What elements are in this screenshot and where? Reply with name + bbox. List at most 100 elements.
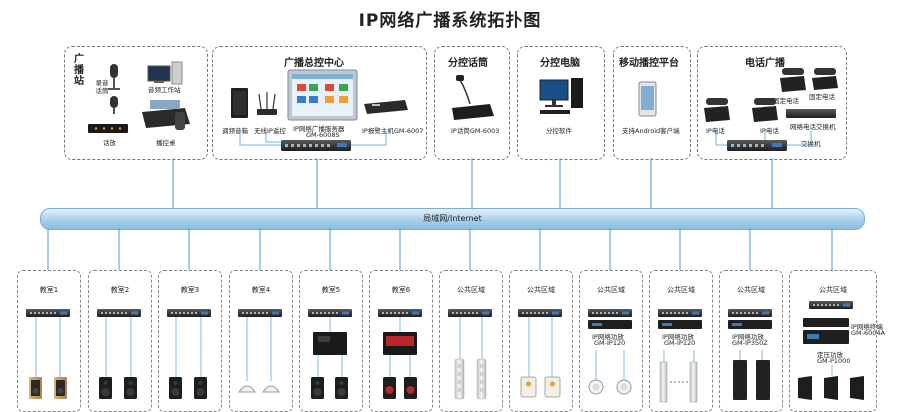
diagram-title: IP网络广播系统拓扑图 (358, 11, 542, 31)
zone-title: 公共区域 (819, 286, 847, 294)
mobile-title: 移动播控平台 (619, 58, 679, 69)
label-ip-amp-1-model: GM-IP120 (594, 339, 626, 347)
label-ip-server-model: GM-6008S (306, 131, 340, 139)
zone-title: 教室2 (110, 286, 130, 294)
zone-classroom-3: 教室3 (158, 270, 222, 412)
ip-phone-1-icon (704, 98, 730, 122)
zone-drops (35, 317, 833, 381)
zone-switch-8 (518, 309, 562, 317)
broadcast-station-title: 广播站 (74, 54, 84, 87)
network-bus-label: 局域网/Internet (423, 214, 482, 223)
group-sub-pc (517, 46, 605, 160)
telephone-switch-icon (727, 140, 787, 151)
zone-title: 公共区域 (667, 286, 695, 294)
voip-switch-icon (786, 109, 836, 118)
zone-title: 公共区域 (527, 286, 555, 294)
zone-switch-3 (167, 309, 211, 317)
label-ip-terminal-model: GM-6004A (851, 329, 885, 337)
speaker-icon (335, 377, 348, 399)
sub-pc-title: 分控电脑 (540, 58, 580, 69)
speaker-icon (194, 377, 207, 399)
zone-title: 公共区域 (457, 286, 485, 294)
zone-title: 教室4 (251, 286, 271, 294)
label-fixed-phone-1: 固定电话 (773, 97, 799, 105)
label-ip-amp-3: IP网络功放 (732, 333, 764, 341)
zone-title: 教室6 (391, 286, 411, 294)
label-recording-mic: 录音话筒 (95, 79, 109, 95)
control-center-links (239, 131, 387, 146)
ip-amp-3-icon (728, 320, 772, 329)
uplinks (172, 158, 773, 208)
speaker-icon (124, 377, 137, 399)
recording-mic-icon (108, 64, 120, 114)
zone-switch-6 (378, 309, 422, 317)
label-sub-software: 分控软件 (546, 127, 572, 135)
zone-switch-4 (238, 309, 282, 317)
label-mic-amp: 话放 (103, 139, 116, 147)
label-fm-speaker: 调频音箱 (222, 127, 248, 135)
zone-switches (26, 301, 853, 317)
zone-public-1: 公共区域 (439, 270, 503, 412)
control-center-switch-icon (281, 140, 351, 151)
label-ip-amp-1: IP网络功放 (592, 333, 624, 341)
zone-switch-1 (26, 309, 70, 317)
label-ip-amp-3-model: GM-IP350Z (732, 339, 768, 347)
audio-workstation-icon (147, 61, 183, 85)
ip-terminal-icon (803, 318, 849, 344)
label-voip-switch: 网络电话交换机 (790, 123, 836, 131)
zone-switch-2 (97, 309, 141, 317)
wall-amp-red-icon (383, 332, 417, 355)
label-ip-server: IP网络广播服务器 (293, 125, 345, 133)
speaker-icon (29, 377, 42, 399)
label-ip-mic: IP话筒GM-6003 (451, 127, 500, 135)
label-wireless-remote: 无线IP遥控 (254, 127, 286, 135)
speaker-icon (311, 377, 324, 399)
alarm-host-icon (364, 100, 408, 114)
label-android-client: 支持Android客户端 (622, 127, 680, 135)
zone-title: 教室3 (180, 286, 200, 294)
zone-switch-7 (448, 309, 492, 317)
speaker-red-icon (383, 377, 417, 399)
zone-title: 教室5 (321, 286, 341, 294)
speaker-icon (54, 377, 67, 399)
speaker-icon (169, 377, 182, 399)
label-power-amp: 定压功放 (817, 351, 843, 359)
zone-switch-11 (728, 309, 772, 317)
column-speaker-icon (476, 358, 487, 400)
zone-switch-9 (588, 309, 632, 317)
mobile-phone-icon (638, 81, 657, 117)
label-control-desk: 播控桌 (156, 139, 176, 147)
zone-title: 公共区域 (597, 286, 625, 294)
label-ip-amp-2-model: GM-IP120 (664, 339, 696, 347)
fixed-phone-2-icon (812, 68, 838, 90)
zone-switch-5 (308, 309, 352, 317)
zone-classroom-1: 教室1 (17, 270, 81, 412)
control-center-title: 广播总控中心 (284, 58, 344, 69)
ip-mic-icon (452, 75, 494, 120)
zone-classroom-2: 教室2 (88, 270, 152, 412)
fixed-phone-1-icon (780, 68, 806, 92)
group-mic-station (434, 46, 510, 160)
tall-column-speaker-icon (659, 361, 698, 403)
ip-server-icon (287, 69, 358, 121)
zone-title: 公共区域 (737, 286, 765, 294)
ip-amp-1-icon (588, 320, 632, 329)
zone-switch-10 (658, 309, 702, 317)
large-speaker-icon (733, 360, 770, 400)
zone-public-2: 公共区域 (509, 270, 573, 412)
label-alarm-host: IP报警主机GM-6007 (362, 127, 424, 135)
label-ip-amp-2: IP网络功放 (662, 333, 694, 341)
ip-phone-2-icon (752, 98, 778, 122)
control-desk-icon (142, 100, 190, 130)
zone-public-5: 公共区域 (719, 270, 783, 412)
wireless-remote-icon (257, 92, 277, 115)
horn-speaker-icon (798, 376, 864, 400)
group-broadcast-station (64, 46, 208, 160)
label-audio-workstation: 音频工作站 (148, 86, 181, 94)
ceiling-speaker-icon (238, 385, 280, 393)
speaker-icon (99, 377, 112, 399)
wall-amp-icon (313, 332, 347, 355)
downlinks (47, 228, 833, 270)
mic-amp-icon (88, 124, 128, 133)
